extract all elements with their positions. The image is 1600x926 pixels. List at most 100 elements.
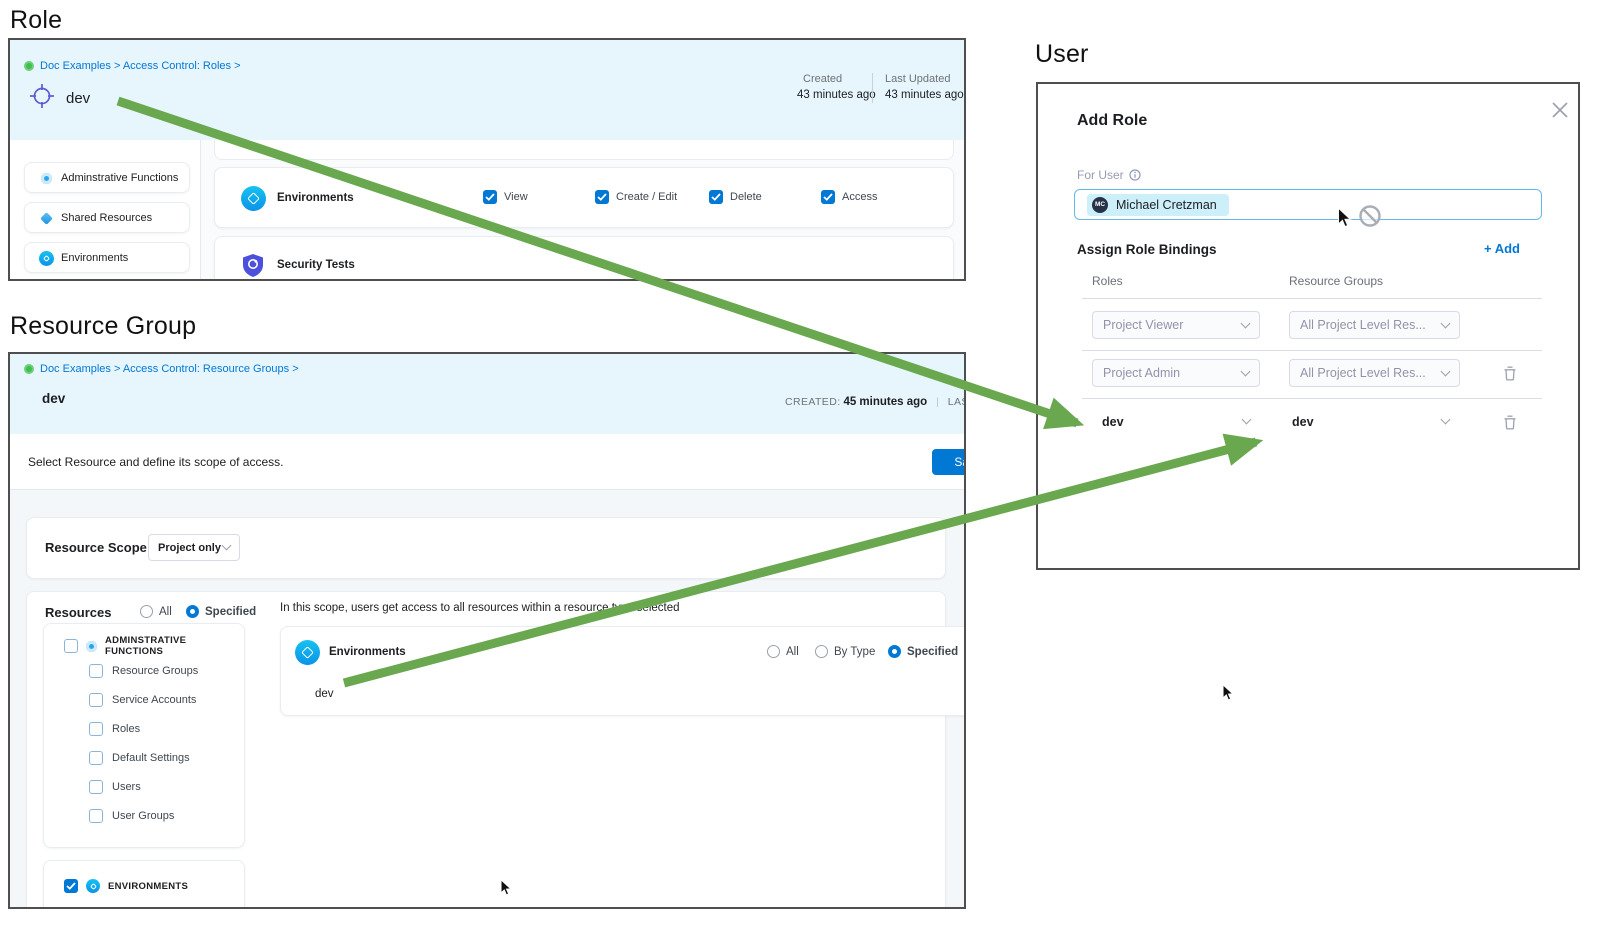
tree-item-roles[interactable]: Roles [89, 722, 140, 736]
add-binding-button[interactable]: + Add [1484, 241, 1520, 256]
info-icon[interactable] [1129, 169, 1141, 181]
breadcrumb[interactable]: Doc Examples > Access Control: Roles > [24, 60, 241, 72]
environments-tree-card: ENVIRONMENTS [43, 860, 245, 907]
scope-radio-specified[interactable]: Specified [888, 645, 958, 658]
role-select-row3[interactable]: dev [1102, 415, 1124, 429]
checkbox-unchecked-icon[interactable] [89, 780, 103, 794]
tree-parent-administrative-functions[interactable]: ADMINSTRATIVE FUNCTIONS [64, 635, 244, 657]
checkbox-unchecked-icon[interactable] [89, 664, 103, 678]
user-chip[interactable]: MC Michael Cretzman [1087, 193, 1229, 216]
close-icon[interactable] [1551, 101, 1569, 119]
delete-row2-trash-icon[interactable] [1502, 365, 1518, 382]
resource-group-panel: Doc Examples > Access Control: Resource … [8, 352, 966, 909]
environments-icon [241, 186, 266, 211]
resource-label: Environments [277, 192, 354, 204]
chevron-down-icon [1240, 366, 1251, 376]
role-select-row2[interactable]: Project Admin [1092, 359, 1260, 387]
clipped-row-card [214, 140, 954, 160]
breadcrumb[interactable]: Doc Examples > Access Control: Resource … [24, 363, 299, 375]
radio-unselected-icon[interactable] [767, 645, 780, 658]
resource-label: Environments [329, 646, 406, 658]
last-updated-value: 43 minutes ago [885, 89, 964, 101]
row-divider [1082, 298, 1542, 299]
row-divider [1082, 350, 1542, 351]
checkbox-checked-icon[interactable] [821, 190, 835, 204]
checkbox-checked-icon[interactable] [595, 190, 609, 204]
environments-icon [86, 879, 100, 893]
user-section-label: User [1035, 40, 1089, 68]
role-body: Adminstrative Functions Shared Resources… [10, 140, 964, 279]
permission-delete[interactable]: Delete [709, 190, 762, 204]
tree-item-user-groups[interactable]: User Groups [89, 809, 174, 823]
role-title: dev [66, 90, 91, 107]
sidebar-item-administrative-functions[interactable]: Adminstrative Functions [24, 162, 190, 193]
permission-create-edit[interactable]: Create / Edit [595, 190, 677, 204]
checkbox-unchecked-icon[interactable] [89, 693, 103, 707]
tree-item-service-accounts[interactable]: Service Accounts [89, 693, 196, 707]
resources-radio-all[interactable]: All [140, 605, 172, 618]
sidebar-item-environments[interactable]: Environments [24, 242, 190, 273]
role-select-row1[interactable]: Project Viewer [1092, 311, 1260, 339]
resource-groups-column-header: Resource Groups [1289, 274, 1384, 288]
instruction-text: Select Resource and define its scope of … [28, 455, 284, 469]
scope-note: In this scope, users get access to all r… [280, 602, 680, 614]
tree-item-default-settings[interactable]: Default Settings [89, 751, 190, 765]
assign-role-bindings-title: Assign Role Bindings [1077, 242, 1217, 257]
chevron-down-icon[interactable] [1440, 414, 1451, 425]
resource-group-title: dev [42, 391, 66, 406]
add-role-dialog: Add Role For User MC Michael Cretzman As… [1036, 82, 1580, 570]
resources-label: Resources [45, 605, 112, 620]
delete-row3-trash-icon[interactable] [1502, 414, 1518, 431]
tree-item-users[interactable]: Users [89, 780, 141, 794]
role-panel: Doc Examples > Access Control: Roles > d… [8, 38, 966, 281]
row-divider [1082, 398, 1542, 399]
for-user-input[interactable]: MC Michael Cretzman [1074, 189, 1542, 220]
checkbox-checked-icon[interactable] [64, 879, 78, 893]
checkbox-checked-icon[interactable] [709, 190, 723, 204]
permission-access[interactable]: Access [821, 190, 877, 204]
created-value: 43 minutes ago [797, 89, 876, 101]
shared-resources-icon [40, 212, 53, 225]
radio-unselected-icon[interactable] [815, 645, 828, 658]
roles-column-header: Roles [1092, 274, 1123, 288]
checkbox-unchecked-icon[interactable] [64, 639, 78, 653]
checkbox-unchecked-icon[interactable] [89, 809, 103, 823]
checkbox-unchecked-icon[interactable] [89, 751, 103, 765]
sidebar-item-shared-resources[interactable]: Shared Resources [24, 202, 190, 233]
radio-selected-icon[interactable] [888, 645, 901, 658]
resources-radio-specified[interactable]: Specified [186, 605, 256, 618]
pointer-cursor [1222, 683, 1234, 706]
chevron-down-icon[interactable] [1241, 414, 1252, 425]
security-tests-icon [243, 254, 263, 277]
resource-group-select-row3[interactable]: dev [1292, 415, 1314, 429]
user-chip-name: Michael Cretzman [1116, 197, 1217, 212]
checkbox-checked-icon[interactable] [483, 190, 497, 204]
radio-selected-icon[interactable] [186, 605, 199, 618]
environments-icon [295, 640, 320, 665]
scope-radio-all[interactable]: All [767, 645, 799, 658]
resource-group-header: Doc Examples > Access Control: Resource … [10, 354, 964, 434]
radio-unselected-icon[interactable] [140, 605, 153, 618]
tree-item-resource-groups[interactable]: Resource Groups [89, 664, 198, 678]
checkbox-unchecked-icon[interactable] [89, 722, 103, 736]
specified-environment-item[interactable]: dev [315, 688, 334, 700]
role-header: Doc Examples > Access Control: Roles > d… [10, 40, 964, 140]
resource-group-select-row2[interactable]: All Project Level Res... [1289, 359, 1460, 387]
resource-group-select-row1[interactable]: All Project Level Res... [1289, 311, 1460, 339]
scope-radio-by-type[interactable]: By Type [815, 645, 875, 658]
created-label: CREATED: [785, 396, 841, 408]
for-user-label-row: For User [1077, 168, 1141, 182]
project-icon [24, 364, 34, 374]
save-button[interactable]: Save [932, 449, 964, 475]
resource-scope-card: Resource Scope Project only [26, 517, 946, 579]
resource-scope-dropdown[interactable]: Project only [148, 534, 240, 561]
chevron-down-icon [1440, 366, 1451, 376]
created-label: Created [803, 73, 843, 85]
security-tests-row: Security Tests [214, 236, 954, 279]
resource-group-body: Resource Scope Project only Resources Al… [10, 490, 964, 907]
chevron-down-icon [1240, 318, 1251, 328]
last-updated-label: LAST UPDATED: [947, 396, 964, 408]
tree-parent-environments[interactable]: ENVIRONMENTS [64, 879, 188, 893]
permission-view[interactable]: View [483, 190, 528, 204]
administrative-functions-icon [41, 173, 52, 184]
